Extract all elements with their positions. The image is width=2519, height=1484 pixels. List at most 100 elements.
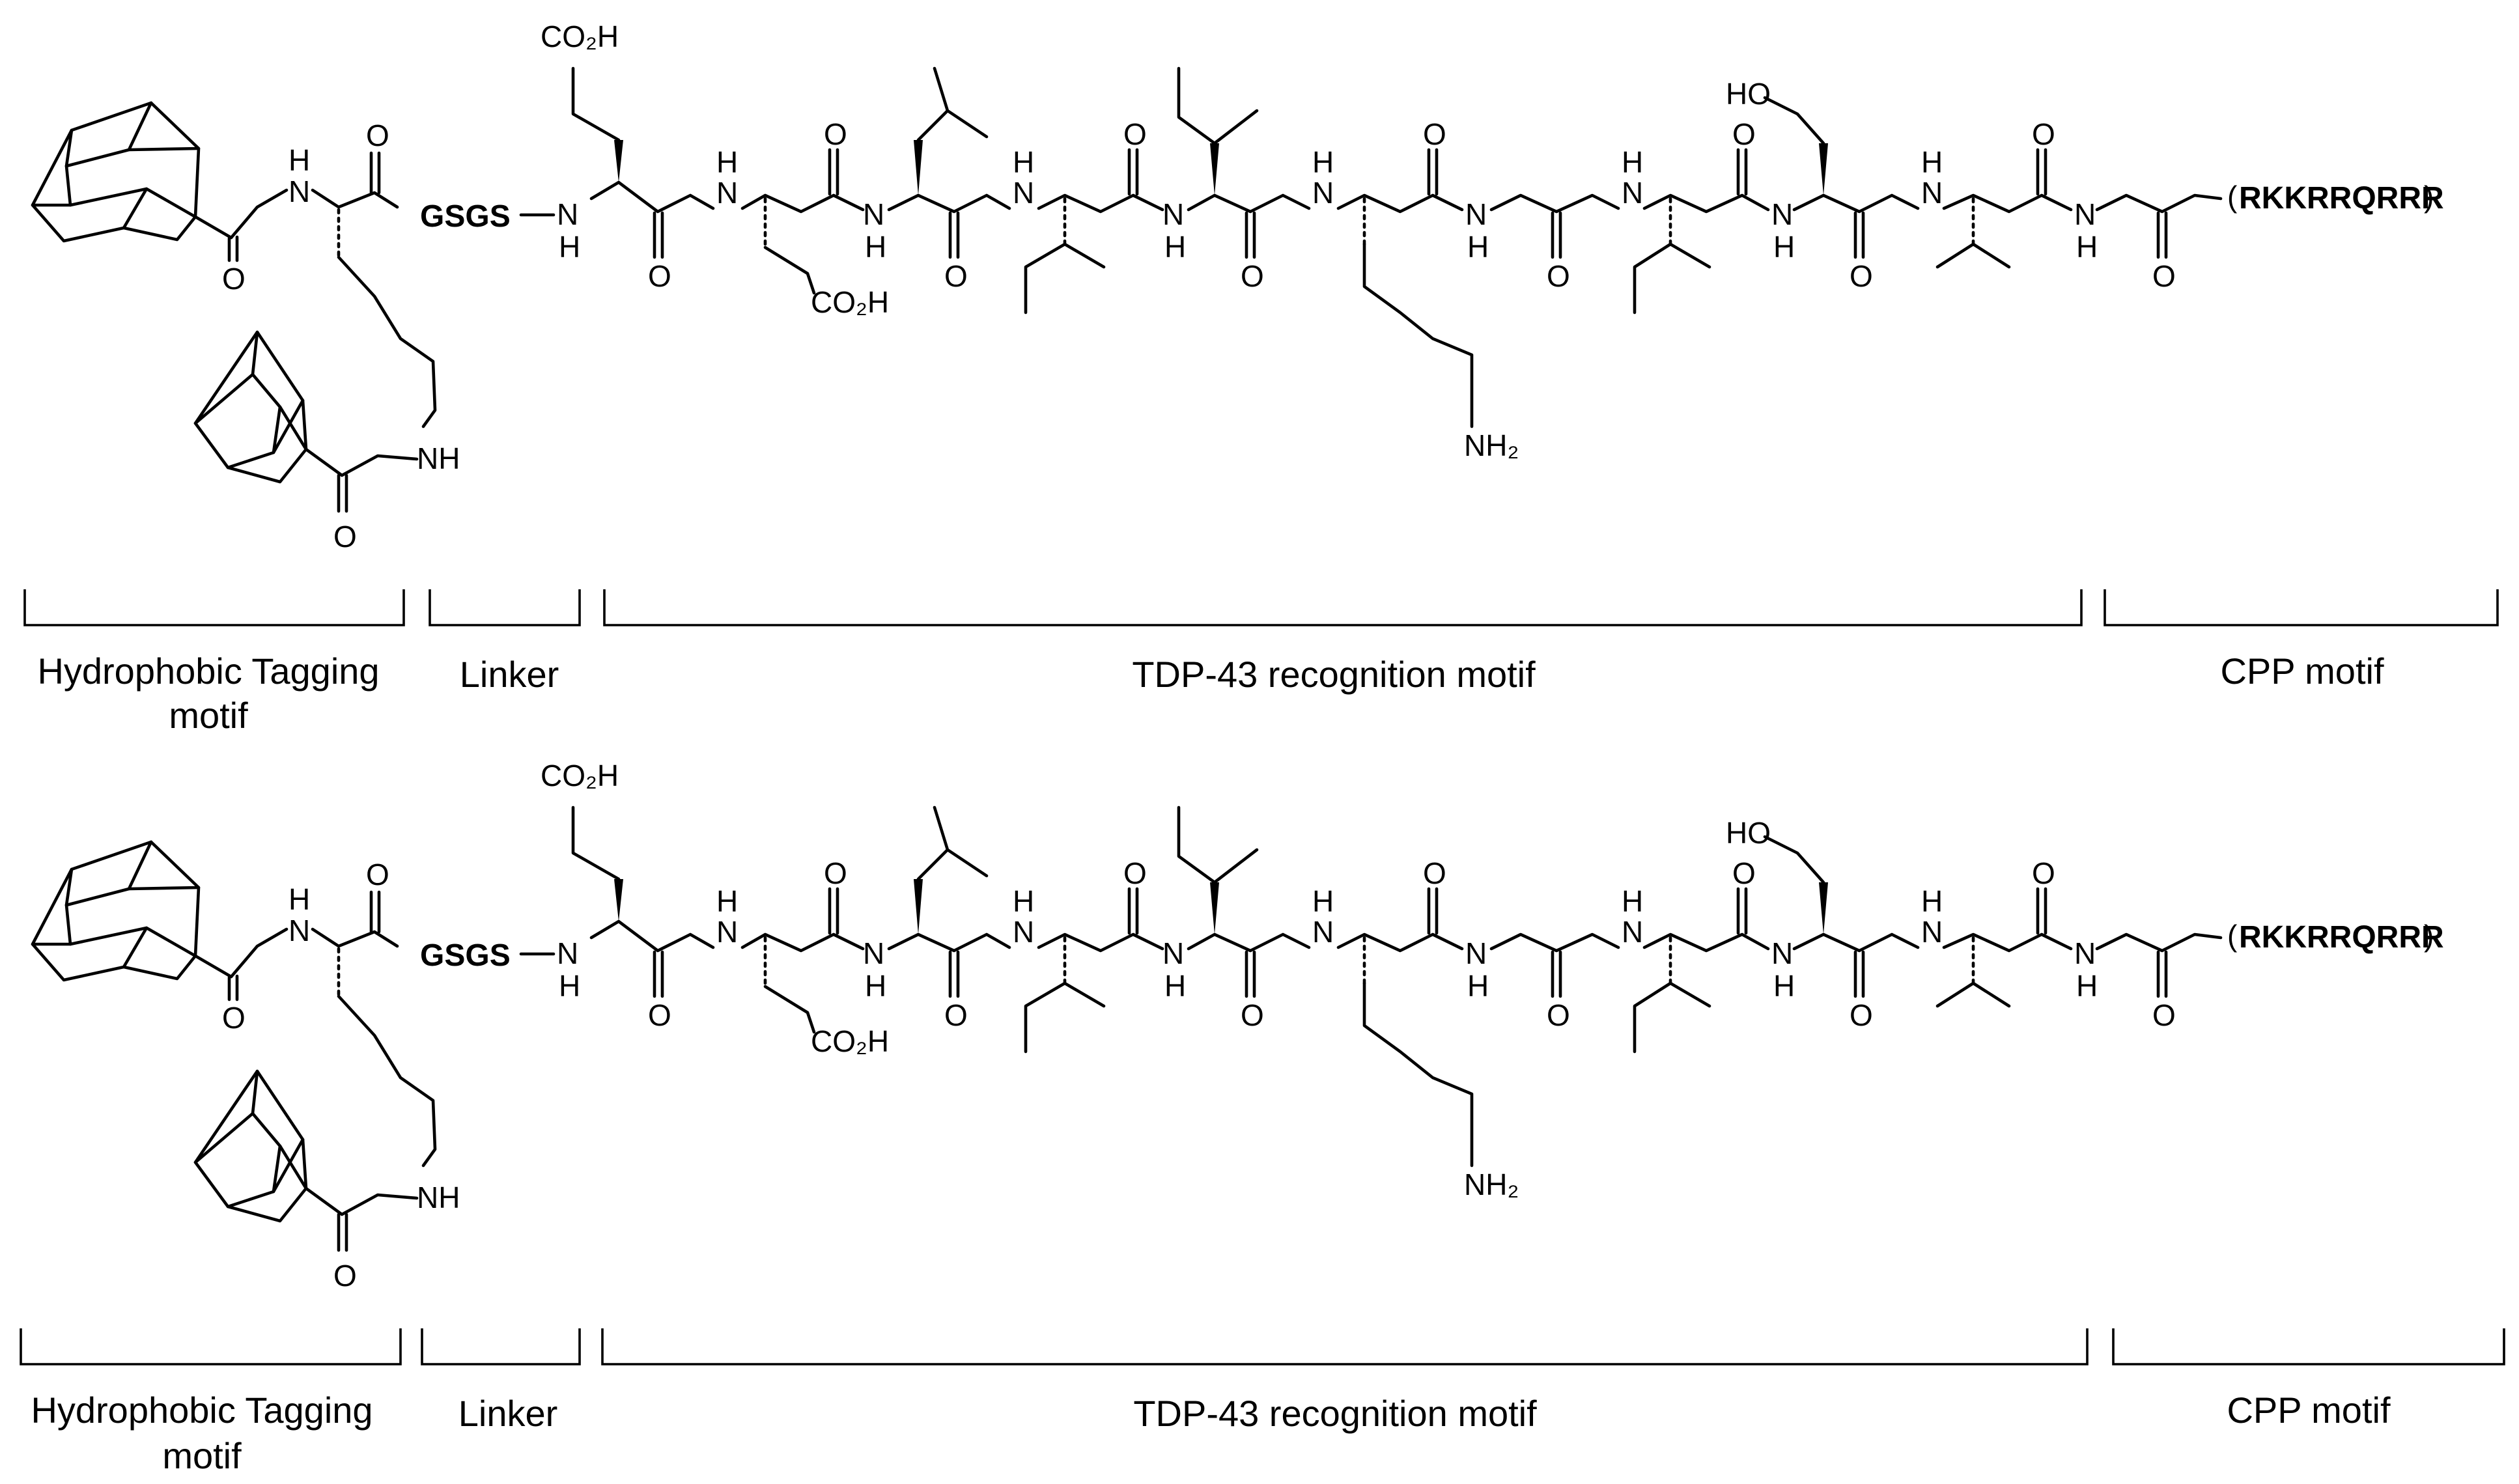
atom-n-9: N: [1771, 197, 1793, 231]
bracket-hydrophobic-top: [23, 589, 405, 626]
atom-o-13: O: [2032, 117, 2055, 151]
atom-n-6: N: [1312, 176, 1334, 210]
atom-o-11-b: O: [1732, 856, 1756, 890]
atom-o-9: O: [1423, 117, 1446, 151]
atom-labels-bottom: H N O O NH O GSGS N H CO₂H O H N CO₂H O …: [222, 759, 2444, 1293]
atom-h-6: H: [1312, 145, 1334, 179]
atom-labels-top: H N O O NH O GSGS N H CO₂H O H N CO₂H O …: [222, 20, 2444, 553]
label-hydrophobic-bottom: Hydrophobic Tagging: [31, 1390, 373, 1431]
cpp-sequence-bottom: RKKRRQRRR: [2239, 920, 2444, 955]
atom-co2h-asp: CO₂H: [811, 285, 889, 319]
label-linker-bottom: Linker: [458, 1393, 558, 1434]
atom-h-4: H: [1013, 145, 1034, 179]
label-linker-top: Linker: [460, 654, 559, 695]
motif-brackets-top: [23, 589, 2499, 626]
atom-h-7-b: H: [1467, 969, 1489, 1003]
atom-h-8: H: [1622, 145, 1643, 179]
linker-gsgs: GSGS: [420, 199, 511, 234]
atom-o-3-b: O: [333, 1259, 357, 1293]
atom-o-14: O: [2152, 259, 2176, 293]
atom-o-6: O: [944, 259, 968, 293]
atom-o-1-b: O: [222, 1001, 246, 1035]
atom-h-3: H: [865, 230, 886, 264]
atom-n-11: N: [2074, 197, 2096, 231]
atom-h-2: H: [716, 145, 738, 179]
atom-o-4: O: [648, 259, 671, 293]
atom-o-7: O: [1123, 117, 1147, 151]
label-cpp-bottom: CPP motif: [2227, 1390, 2390, 1431]
paren-close-bottom: ): [2424, 919, 2434, 953]
motif-labels-bottom: Hydrophobic Tagging motif Linker TDP-43 …: [31, 1390, 2391, 1476]
atom-h-10: H: [1921, 145, 1943, 179]
bracket-linker-bottom: [421, 1328, 581, 1365]
label-hydrophobic-top: Hydrophobic Tagging: [37, 651, 379, 692]
atom-n-3-b: N: [863, 936, 884, 970]
atom-h-9-b: H: [1773, 969, 1795, 1003]
label-recognition-bottom: TDP-43 recognition motif: [1133, 1393, 1537, 1434]
atom-nh-1-b: H: [288, 882, 310, 916]
atom-n-glu-b: N: [557, 936, 578, 970]
atom-o-10-b: O: [1547, 998, 1570, 1032]
atom-n-1: N: [288, 175, 310, 208]
atom-nh2-lys-b: NH₂: [1464, 1168, 1519, 1201]
atom-h-5-b: H: [1164, 969, 1186, 1003]
atom-h-11: H: [2076, 230, 2098, 264]
atom-o-1: O: [222, 262, 246, 296]
atom-n-8: N: [1622, 176, 1643, 210]
label-hydrophobic-top-line2: motif: [169, 695, 248, 736]
atom-n-7-b: N: [1465, 936, 1487, 970]
motif-brackets-bottom: [20, 1328, 2505, 1365]
atom-nh-lys-b: NH: [417, 1181, 460, 1214]
bracket-linker-top: [429, 589, 581, 626]
atom-h-glu-b: H: [559, 969, 580, 1003]
bracket-cpp-bottom: [2112, 1328, 2505, 1365]
atom-o-13-b: O: [2032, 856, 2055, 890]
motif-labels-top: Hydrophobic Tagging motif Linker TDP-43 …: [37, 651, 2384, 736]
atom-h-glu: H: [559, 230, 580, 264]
atom-h-4-b: H: [1013, 884, 1034, 918]
label-cpp-top: CPP motif: [2220, 651, 2384, 692]
bracket-recognition-top: [603, 589, 2083, 626]
paren-open-top: (: [2227, 180, 2238, 214]
bracket-cpp-top: [2104, 589, 2499, 626]
atom-o-10: O: [1547, 259, 1570, 293]
atom-nh-1: H: [288, 143, 310, 177]
atom-o-2-b: O: [366, 858, 389, 891]
atom-h-6-b: H: [1312, 884, 1334, 918]
atom-h-3-b: H: [865, 969, 886, 1003]
atom-n-8-b: N: [1622, 915, 1643, 949]
linker-gsgs-b: GSGS: [420, 938, 511, 973]
label-recognition-top: TDP-43 recognition motif: [1132, 654, 1536, 695]
atom-n-5: N: [1162, 197, 1184, 231]
atom-n-11-b: N: [2074, 936, 2096, 970]
atom-o-5: O: [824, 117, 847, 151]
structure-bottom: H N O O NH O GSGS N H CO₂H O H N CO₂H O …: [33, 759, 2444, 1293]
atom-h-10-b: H: [1921, 884, 1943, 918]
atom-co2h-glu-b: CO₂H: [541, 759, 619, 792]
atom-o-7-b: O: [1123, 856, 1147, 890]
atom-h-2-b: H: [716, 884, 738, 918]
atom-o-9-b: O: [1423, 856, 1446, 890]
atom-n-5-b: N: [1162, 936, 1184, 970]
cpp-sequence-top: RKKRRQRRR: [2239, 181, 2444, 216]
atom-o-14-b: O: [2152, 998, 2176, 1032]
atom-o-2: O: [366, 119, 389, 152]
atom-co2h-glu: CO₂H: [541, 20, 619, 53]
atom-nh-lys: NH: [417, 441, 460, 475]
atom-o-3: O: [333, 520, 357, 553]
atom-n-1-b: N: [288, 914, 310, 947]
atom-n-4: N: [1013, 176, 1034, 210]
atom-ho-ser-b: HO: [1726, 816, 1771, 850]
paren-close-top: ): [2424, 180, 2434, 214]
atom-n-2: N: [716, 176, 738, 210]
atom-co2h-asp-b: CO₂H: [811, 1024, 889, 1058]
atom-n-6-b: N: [1312, 915, 1334, 949]
bracket-hydrophobic-bottom: [20, 1328, 402, 1365]
atom-o-4-b: O: [648, 998, 671, 1032]
bracket-recognition-bottom: [601, 1328, 2089, 1365]
atom-o-8: O: [1241, 259, 1264, 293]
atom-h-8-b: H: [1622, 884, 1643, 918]
atom-n-9-b: N: [1771, 936, 1793, 970]
atom-o-12-b: O: [1850, 998, 1873, 1032]
